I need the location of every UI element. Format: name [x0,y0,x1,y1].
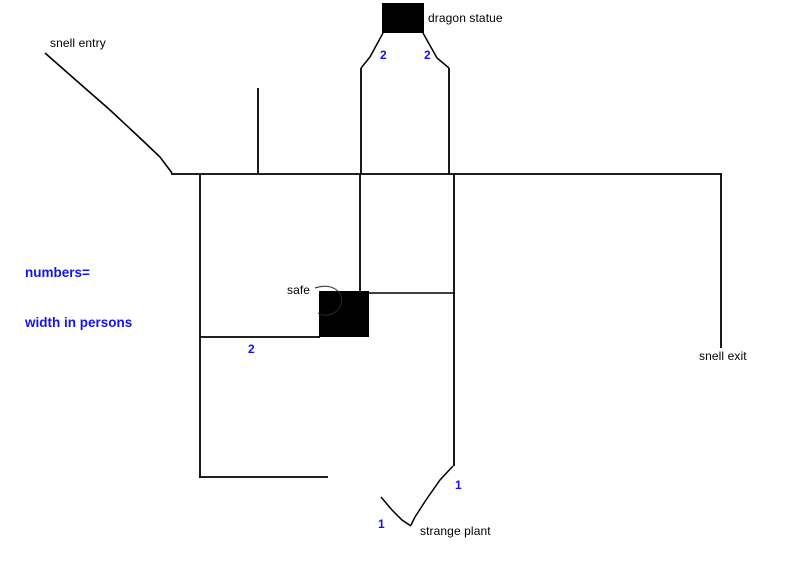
width-annotation-dragon-right: 2 [424,48,431,62]
legend-line-2: width in persons [25,315,133,331]
dragon-chamber-left-angled-wall [360,32,384,69]
dragon-chamber-right-angled-wall [422,32,450,69]
safe-block [319,291,369,337]
snell-entry-wall [44,52,173,174]
strange-plant-lower-branch [380,496,412,527]
strange-plant-label: strange plant [420,524,491,538]
dragon-statue-block [382,3,424,33]
width-annotation-plant-lower: 1 [378,517,385,531]
width-annotation-dragon-left: 2 [380,48,387,62]
legend-line-1: numbers= [25,264,90,280]
legend: numbers= width in persons [25,231,132,366]
width-annotation-safe-corridor: 2 [248,342,255,356]
width-annotation-plant-upper: 1 [455,478,462,492]
safe-callout-leader [314,285,343,316]
strange-plant-upper-branch [410,465,454,526]
safe-label: safe [287,283,311,297]
snell-entry-label: snell entry [50,36,106,50]
dragon-statue-label: dragon statue [428,11,503,25]
snell-exit-label: snell exit [699,349,747,363]
